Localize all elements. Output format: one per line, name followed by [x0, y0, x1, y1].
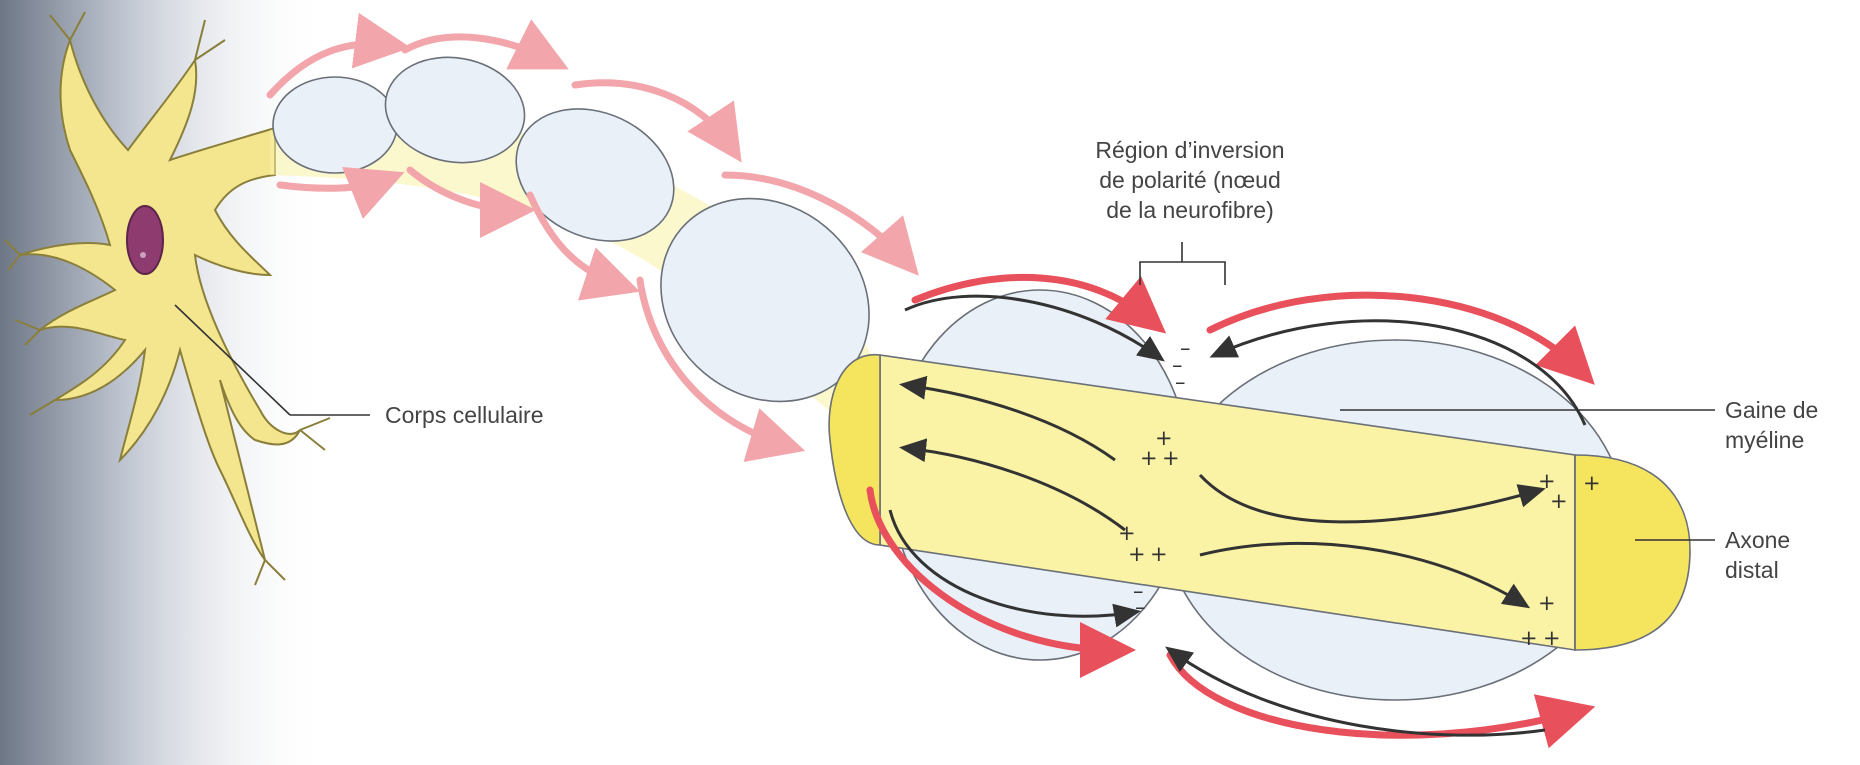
label-axon-line: Axone	[1725, 525, 1790, 555]
nucleus	[127, 206, 163, 274]
myelin-segments-proximal	[273, 47, 910, 444]
plus-sign: +	[1538, 591, 1556, 615]
current-arrow	[405, 37, 550, 60]
label-distal-axon: Axone distal	[1725, 525, 1790, 585]
label-axon-line: distal	[1725, 555, 1790, 585]
plus-sign: +	[1140, 446, 1158, 470]
label-node-region: Région d’inversion de polarité (nœud de …	[1045, 135, 1335, 225]
plus-sign: +	[1583, 471, 1601, 495]
plus-sign: +	[1543, 626, 1561, 650]
label-node-line: de la neurofibre)	[1045, 195, 1335, 225]
minus-sign: –	[1175, 370, 1186, 394]
label-node-line: de polarité (nœud	[1045, 165, 1335, 195]
plus-sign: +	[1128, 542, 1146, 566]
plus-sign: +	[1150, 542, 1168, 566]
label-node-line: Région d’inversion	[1045, 135, 1335, 165]
label-myelin-sheath: Gaine de myéline	[1725, 395, 1818, 455]
plus-sign: +	[1550, 489, 1568, 513]
plus-sign: +	[1520, 626, 1538, 650]
plus-sign: +	[1162, 446, 1180, 470]
axon-cut-end	[829, 355, 880, 545]
myelin-segment	[273, 77, 397, 173]
label-myelin-line: myéline	[1725, 425, 1818, 455]
label-myelin-line: Gaine de	[1725, 395, 1818, 425]
nucleolus	[140, 252, 146, 258]
label-cell-body: Corps cellulaire	[385, 400, 544, 430]
minus-sign: –	[1135, 595, 1146, 619]
node-bracket	[1140, 242, 1225, 285]
